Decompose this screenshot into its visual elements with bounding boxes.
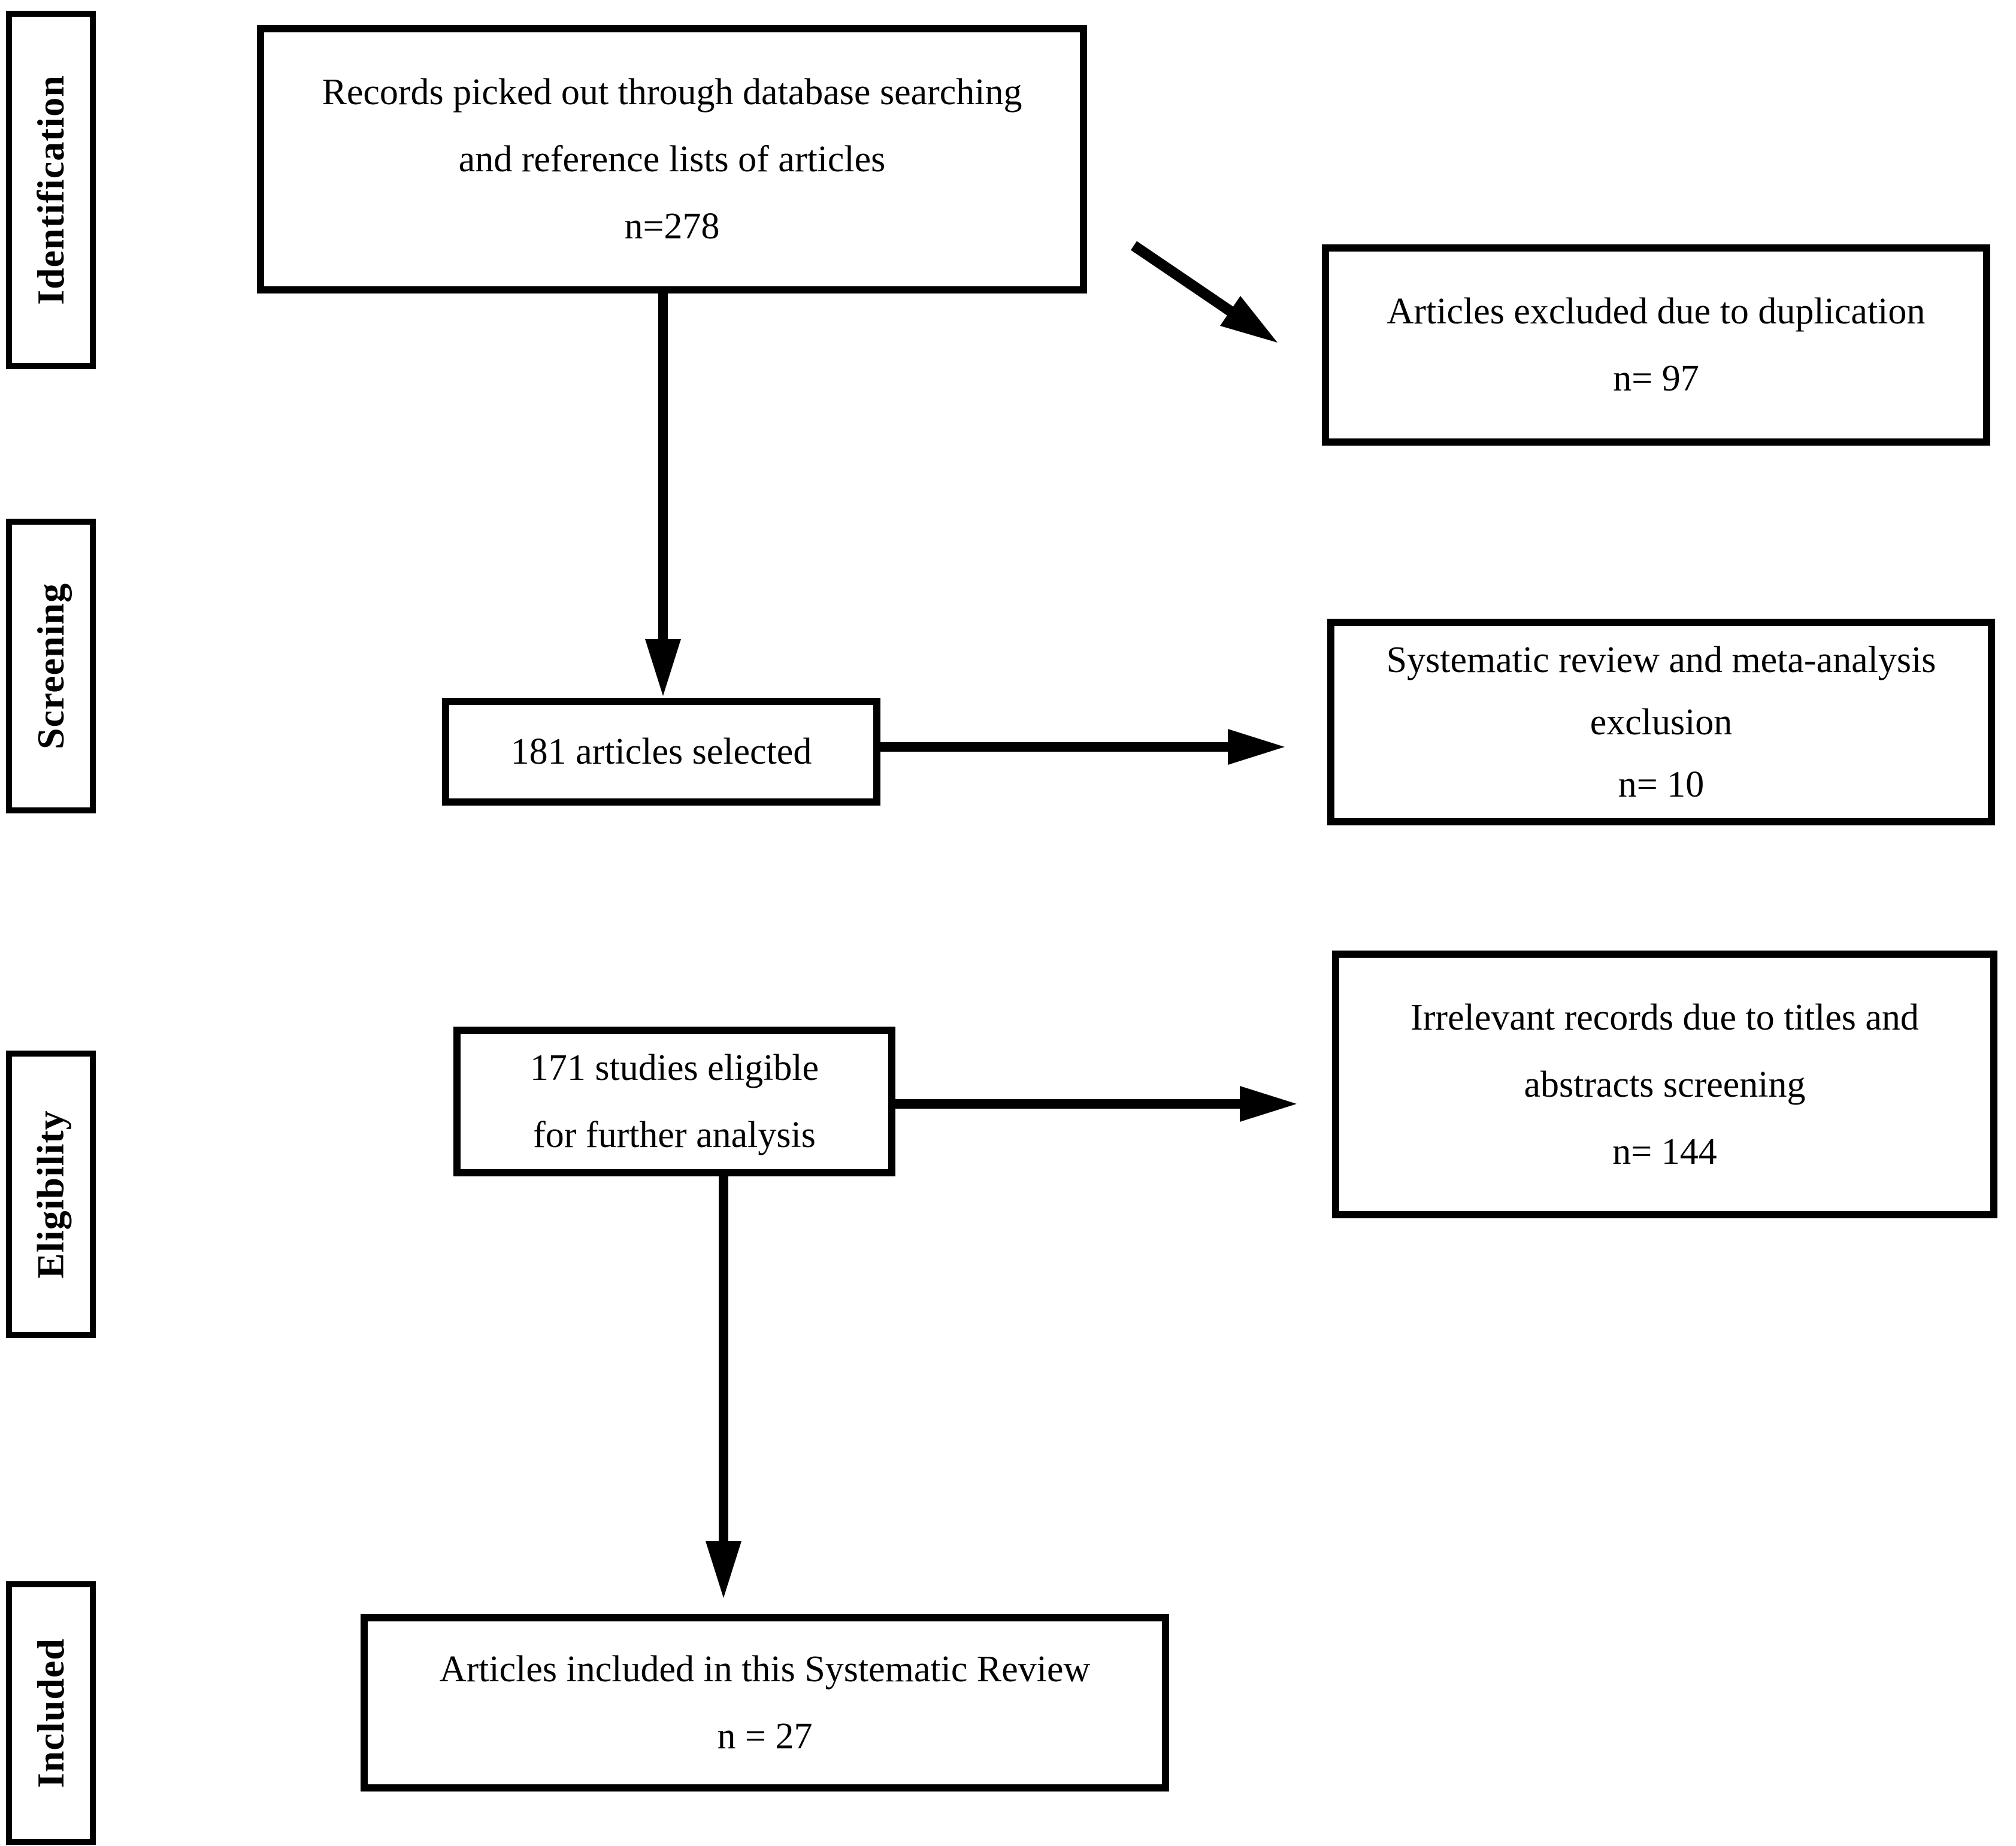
- box-records-line-2: and reference lists of articles: [458, 139, 886, 180]
- arrow-records-to-selected: [645, 293, 681, 696]
- box-excluded-sysrev-meta: Systematic review and meta-analysis excl…: [1327, 619, 1995, 825]
- box-records-identified: Records picked out through database sear…: [257, 25, 1087, 293]
- box-studies-eligible-line-2: for further analysis: [533, 1115, 816, 1155]
- arrow-selected-to-sysrev: [880, 729, 1285, 765]
- box-excluded-irrelevant: Irrelevant records due to titles and abs…: [1332, 951, 1997, 1218]
- box-articles-included-line-1: Articles included in this Systematic Rev…: [439, 1649, 1091, 1690]
- box-records-line-1: Records picked out through database sear…: [322, 72, 1022, 113]
- stage-box-included: Included: [6, 1581, 96, 1845]
- box-articles-selected: 181 articles selected: [442, 698, 880, 806]
- box-articles-included-count: n = 27: [717, 1716, 813, 1757]
- box-excluded-duplication-count: n= 97: [1613, 358, 1699, 399]
- box-studies-eligible: 171 studies eligible for further analysi…: [453, 1027, 895, 1176]
- stage-box-eligibility: Eligibility: [6, 1051, 96, 1338]
- box-excluded-sysrev-line-1: Systematic review and meta-analysis: [1386, 639, 1936, 680]
- arrow-eligible-to-irrelevant: [895, 1086, 1297, 1122]
- box-articles-included: Articles included in this Systematic Rev…: [361, 1614, 1169, 1791]
- box-studies-eligible-line-1: 171 studies eligible: [529, 1048, 819, 1088]
- box-articles-selected-line-1: 181 articles selected: [510, 731, 812, 772]
- box-excluded-sysrev-line-2: exclusion: [1590, 701, 1733, 743]
- stage-box-screening: Screening: [6, 519, 96, 813]
- arrow-records-to-duplication: [1130, 241, 1278, 343]
- box-excluded-irrelevant-count: n= 144: [1612, 1131, 1717, 1172]
- box-excluded-duplication-line-1: Articles excluded due to duplication: [1387, 291, 1926, 332]
- box-excluded-sysrev-count: n= 10: [1618, 764, 1705, 805]
- box-excluded-duplication: Articles excluded due to duplication n= …: [1322, 244, 1990, 446]
- box-excluded-irrelevant-line-1: Irrelevant records due to titles and: [1410, 997, 1919, 1038]
- box-records-count: n=278: [624, 206, 720, 247]
- stage-box-identification: Identification: [6, 11, 96, 369]
- arrow-eligible-to-included: [706, 1176, 741, 1598]
- box-excluded-irrelevant-line-2: abstracts screening: [1524, 1064, 1806, 1105]
